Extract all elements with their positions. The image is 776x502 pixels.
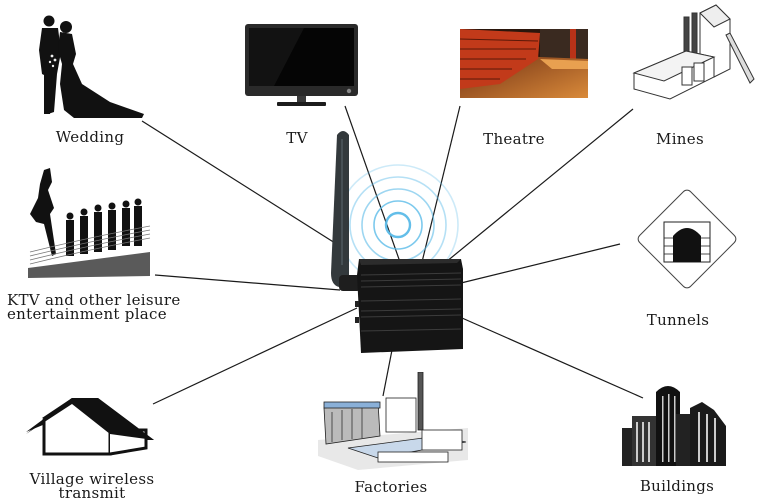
label-ktv-line2: entertainment place	[7, 305, 167, 323]
factory-icon	[318, 371, 468, 470]
skyscrapers-icon	[614, 380, 740, 468]
label-buildings: Buildings	[639, 477, 715, 495]
wedding-couple-icon	[30, 14, 148, 118]
tunnel-sign-icon	[626, 178, 748, 300]
connector-factories	[382, 349, 393, 397]
router-antenna-icon	[325, 125, 475, 357]
label-village-line1: Village wireless	[29, 470, 155, 488]
connector-ktv	[154, 274, 341, 291]
dancers-icon	[26, 168, 152, 278]
label-theatre: Theatre	[483, 130, 545, 148]
label-tv: TV	[286, 129, 308, 147]
tv-monitor-icon	[244, 23, 359, 108]
label-ktv-line1: KTV and other leisure	[7, 291, 181, 309]
theatre-seats-icon	[459, 29, 588, 98]
connector-tunnels	[460, 243, 621, 284]
mine-plant-icon	[630, 3, 756, 105]
connector-theatre	[421, 105, 461, 263]
connector-mines	[445, 108, 634, 263]
house-icon	[26, 390, 154, 460]
label-factories: Factories	[354, 478, 428, 496]
label-mines: Mines	[656, 130, 704, 148]
connector-buildings	[461, 317, 644, 399]
label-tunnels: Tunnels	[646, 311, 710, 329]
connector-wedding	[141, 120, 336, 244]
label-wedding: Wedding	[55, 128, 125, 146]
label-village-line2: transmit	[58, 484, 126, 502]
connector-village	[152, 307, 358, 405]
